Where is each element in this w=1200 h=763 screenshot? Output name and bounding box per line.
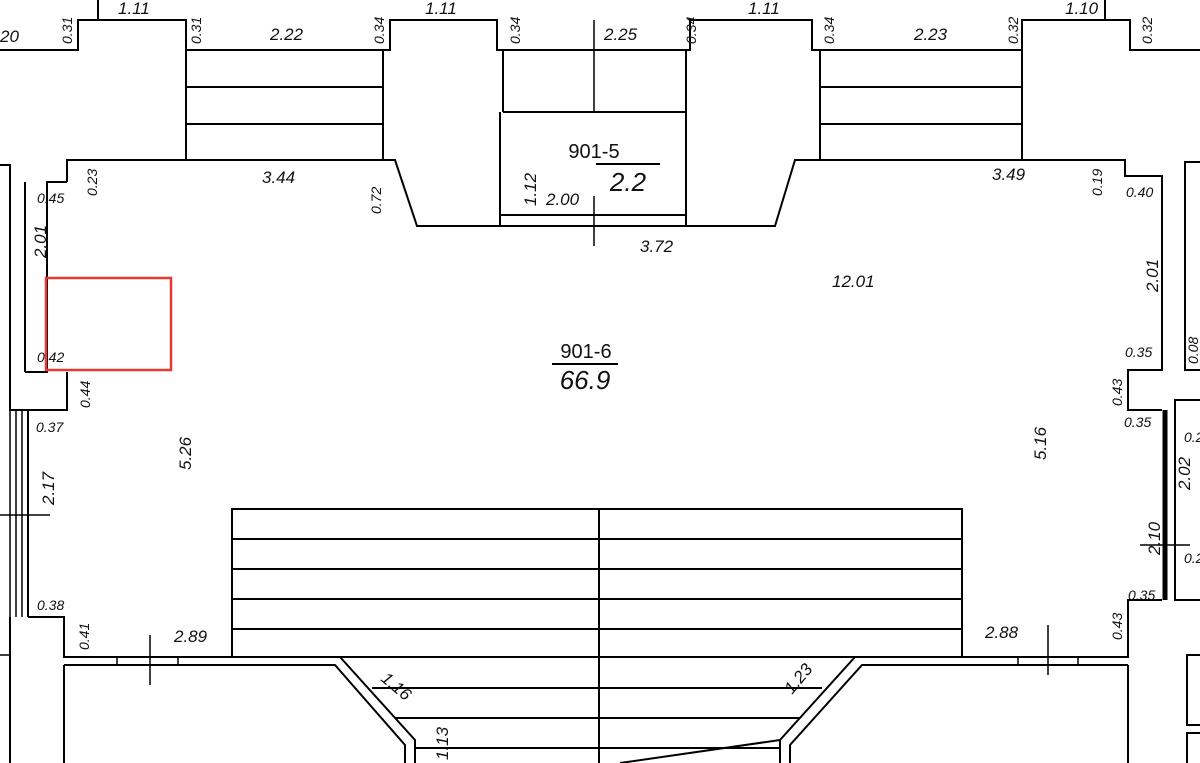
dim-label: 0.38 xyxy=(37,597,64,613)
dim-label: 3.49 xyxy=(992,165,1026,184)
dim-label: 2.02 xyxy=(1175,456,1194,491)
dim-label: 2.10 xyxy=(1145,521,1164,556)
dim-label: 1.11 xyxy=(748,0,780,18)
dim-label: 0.32 xyxy=(1005,17,1021,44)
dim-label: 0.34 xyxy=(683,17,699,44)
room-901-6-area: 66.9 xyxy=(560,365,611,395)
dim-label: 0.32 xyxy=(1139,17,1155,44)
dim-label: 1.23 xyxy=(781,660,817,698)
dim-label: 0.23 xyxy=(84,169,100,196)
room-901-5-area: 2.2 xyxy=(609,167,647,197)
dim-label: 2.01 xyxy=(1143,259,1162,293)
dim-label: 12.01 xyxy=(832,272,875,291)
dim-label: 2.88 xyxy=(984,623,1019,642)
dim-label: 0.43 xyxy=(1109,379,1125,406)
dim-label: 0.35 xyxy=(1125,344,1152,360)
dim-label: 0.42 xyxy=(37,349,64,365)
dim-label: 0.34 xyxy=(507,17,523,44)
dim-label: 2.00 xyxy=(545,190,580,209)
dim-label: 2.01 xyxy=(31,225,50,259)
dim-label: 2.17 xyxy=(39,471,58,506)
dim-label: 0.41 xyxy=(76,623,92,650)
dim-label: 0.44 xyxy=(77,381,93,408)
dim-label: 0.37 xyxy=(36,419,64,435)
dim-label: 1.11 xyxy=(118,0,150,18)
dim-label: 2.89 xyxy=(173,627,208,646)
dim-label: 0.43 xyxy=(1109,613,1125,640)
dim-label: 1.10 xyxy=(1065,0,1099,18)
dim-label: 0.31 xyxy=(188,17,204,44)
dim-label: 3.72 xyxy=(640,237,674,256)
room-labels: 901-5 2.2 901-6 66.9 xyxy=(552,141,660,395)
dim-label: 2.23 xyxy=(913,25,948,44)
dim-label: 2.25 xyxy=(603,25,638,44)
dim-label: 0.19 xyxy=(1089,169,1105,196)
dim-label: 5.26 xyxy=(176,436,195,470)
dim-label: 20 xyxy=(0,27,19,46)
dim-label: 2.22 xyxy=(269,25,304,44)
dim-label: 5.16 xyxy=(1031,426,1050,460)
dim-label: 0.31 xyxy=(59,17,75,44)
dim-label: 0.45 xyxy=(37,190,64,206)
dim-label: 1.11 xyxy=(425,0,457,18)
dim-label: 0.28 xyxy=(1184,429,1200,445)
dim-label: 0.34 xyxy=(371,17,387,44)
dim-label: 0.34 xyxy=(821,17,837,44)
dim-label: 0.08 xyxy=(1185,337,1200,364)
selection-box[interactable] xyxy=(44,276,173,372)
dim-label: 1.16 xyxy=(377,669,415,705)
room-901-6-id: 901-6 xyxy=(560,341,611,363)
dim-label: 0.72 xyxy=(368,187,384,214)
room-901-5-id: 901-5 xyxy=(568,141,619,163)
dim-label: 1.13 xyxy=(433,726,452,760)
dim-label: 0.40 xyxy=(1126,184,1153,200)
dim-label: 0.25 xyxy=(1184,550,1200,566)
dim-label: 0.35 xyxy=(1124,414,1151,430)
dim-label: 3.44 xyxy=(262,168,295,187)
dim-label: 0.35 xyxy=(1128,587,1155,603)
dim-label: 1.12 xyxy=(521,172,540,206)
